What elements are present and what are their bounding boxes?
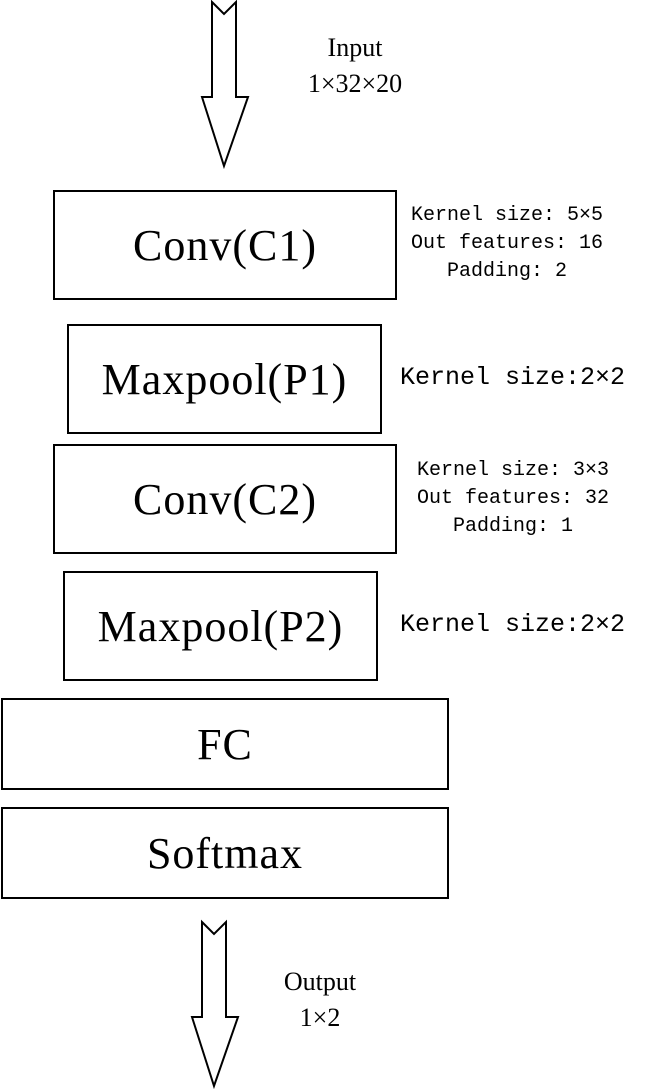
output-title: Output bbox=[283, 967, 357, 996]
conv-c1-label: Conv(C1) bbox=[133, 220, 317, 270]
conv-c2-out-features: Out features: 32 bbox=[416, 487, 610, 510]
output-arrow-icon bbox=[190, 919, 240, 1089]
maxpool-p2-box: Maxpool(P2) bbox=[63, 571, 378, 681]
input-label: Input 1×32×20 bbox=[285, 30, 425, 102]
conv-c1-params: Kernel size: 5×5 Out features: 16 Paddin… bbox=[402, 202, 612, 286]
maxpool-p1-label: Maxpool(P1) bbox=[101, 354, 348, 404]
conv-c1-kernel: Kernel size: 5×5 bbox=[410, 204, 604, 227]
maxpool-p1-kernel: Kernel size:2×2 bbox=[400, 363, 626, 392]
maxpool-p2-kernel: Kernel size:2×2 bbox=[400, 610, 626, 639]
fc-box: FC bbox=[1, 698, 449, 790]
input-shape: 1×32×20 bbox=[307, 69, 403, 98]
conv-c2-box: Conv(C2) bbox=[53, 444, 397, 554]
softmax-box: Softmax bbox=[1, 807, 449, 899]
conv-c1-box: Conv(C1) bbox=[53, 190, 397, 300]
conv-c2-kernel: Kernel size: 3×3 bbox=[416, 459, 610, 482]
maxpool-p1-box: Maxpool(P1) bbox=[67, 324, 382, 434]
conv-c1-out-features: Out features: 16 bbox=[410, 232, 604, 255]
fc-label: FC bbox=[197, 719, 253, 769]
maxpool-p2-label: Maxpool(P2) bbox=[97, 601, 344, 651]
conv-c1-padding: Padding: 2 bbox=[446, 260, 568, 283]
output-label: Output 1×2 bbox=[255, 964, 385, 1036]
conv-c2-label: Conv(C2) bbox=[133, 474, 317, 524]
softmax-label: Softmax bbox=[146, 828, 304, 878]
conv-c2-padding: Padding: 1 bbox=[452, 515, 574, 538]
input-title: Input bbox=[327, 33, 383, 62]
output-shape: 1×2 bbox=[299, 1003, 341, 1032]
conv-c2-params: Kernel size: 3×3 Out features: 32 Paddin… bbox=[408, 457, 618, 541]
input-arrow-icon bbox=[200, 0, 250, 170]
